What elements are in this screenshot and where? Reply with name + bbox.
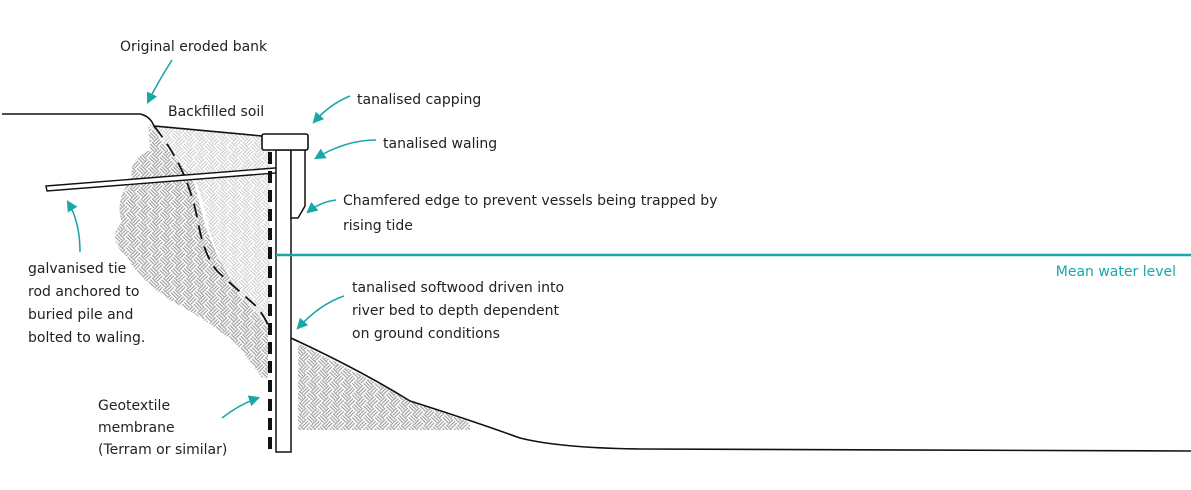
label-chamfered-2: rising tide [343, 218, 413, 234]
label-geotextile-2: membrane [98, 420, 175, 436]
label-mean-water-level: Mean water level [1056, 264, 1176, 280]
label-waling: tanalised waling [383, 136, 497, 152]
label-chamfered-1: Chamfered edge to prevent vessels being … [343, 193, 717, 209]
label-geotextile-3: (Terram or similar) [98, 442, 227, 458]
arrow-geotextile [221, 395, 261, 419]
label-backfilled-soil: Backfilled soil [168, 104, 264, 120]
label-pile-3: on ground conditions [352, 326, 500, 342]
existing-soil-hatch [114, 124, 268, 378]
pile [275, 149, 292, 453]
arrow-capping [312, 95, 351, 124]
arrow-original-bank [146, 59, 173, 105]
label-pile-1: tanalised softwood driven into [352, 280, 564, 296]
label-tie-rod-3: buried pile and [28, 307, 133, 323]
arrow-pile [296, 295, 345, 330]
riverbed-line [290, 337, 1191, 452]
original-eroded-bank-line [153, 125, 271, 331]
label-original-bank: Original eroded bank [120, 39, 268, 55]
label-pile-2: river bed to depth dependent [352, 303, 560, 319]
label-geotextile-1: Geotextile [98, 398, 170, 414]
arrow-waling [314, 139, 377, 160]
riverbed-soil-hatch [292, 340, 470, 430]
label-capping: tanalised capping [357, 92, 481, 108]
label-tie-rod-4: bolted to waling. [28, 330, 145, 346]
capping [261, 133, 309, 151]
label-tie-rod-2: rod anchored to [28, 284, 139, 300]
label-tie-rod-1: galvanised tie [28, 261, 126, 277]
arrow-chamfered [306, 199, 337, 214]
arrow-tie-rod [66, 200, 81, 253]
ground-surface-line [2, 113, 263, 137]
waling [290, 149, 306, 219]
